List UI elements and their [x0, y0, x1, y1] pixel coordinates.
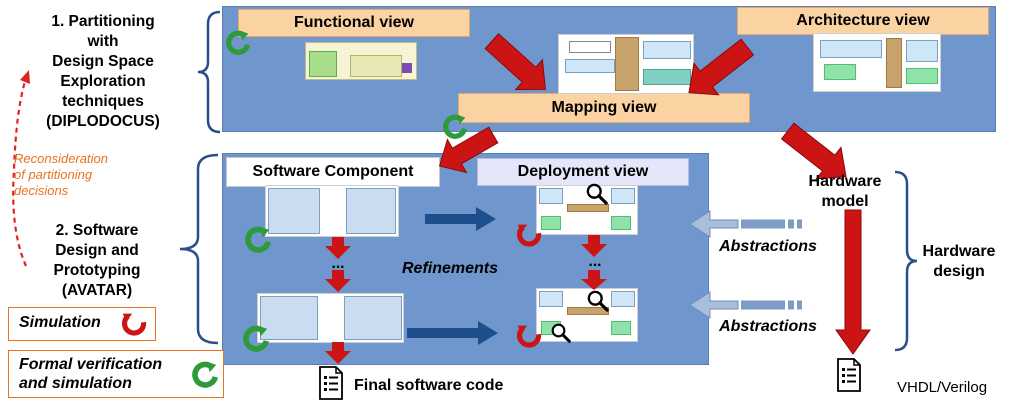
- deployment-view-header: Deployment view: [477, 158, 689, 186]
- brace-partitioning: [197, 10, 221, 134]
- legend-simulation-text: Simulation: [19, 314, 101, 331]
- architecture-view-header: Architecture view: [737, 7, 989, 35]
- arrow-icon: [581, 270, 607, 290]
- final-software-code-label: Final software code: [354, 377, 504, 394]
- legend-simulation: Simulation: [8, 307, 156, 341]
- arrow-icon: [425, 207, 496, 231]
- refinements-label: Refinements: [401, 260, 499, 277]
- arrow-icon: [484, 33, 546, 91]
- mapping-diagram-thumbnail: [558, 34, 694, 94]
- mapping-view-header: Mapping view: [458, 93, 750, 123]
- legend-formal: Formal verification and simulation: [8, 350, 224, 398]
- arrow-icon: [325, 342, 351, 364]
- ellipsis-right: ...: [588, 253, 602, 270]
- reconsideration-arrow: [12, 70, 30, 267]
- brace-hardware: [894, 170, 918, 352]
- abstractions-label-2: Abstractions: [719, 318, 817, 335]
- arrow-icon: [581, 235, 607, 257]
- arrow-icon: [689, 291, 802, 319]
- arrow-icon: [688, 38, 755, 96]
- section-software-label: 2. Software Design and Prototyping (AVAT…: [53, 222, 141, 299]
- functional-view-header: Functional view: [238, 9, 470, 37]
- deployment-thumbnail-1: [536, 185, 638, 235]
- brace-software: [179, 153, 219, 345]
- arrow-icon: [407, 321, 498, 345]
- arrow-icon: [835, 209, 871, 355]
- functional-diagram-thumbnail: [305, 42, 417, 80]
- document-icon: [318, 366, 344, 400]
- architecture-diagram-thumbnail: [813, 33, 941, 92]
- ellipsis-left: ...: [331, 255, 345, 272]
- vhdl-verilog-label: VHDL/Verilog: [897, 379, 988, 396]
- arrow-icon: [438, 126, 499, 174]
- abstractions-label-1: Abstractions: [719, 238, 817, 255]
- arrow-icon: [325, 270, 351, 292]
- section-partitioning-label: 1. Partitioning with Design Space Explor…: [46, 13, 160, 130]
- legend-formal-text: Formal verification and simulation: [19, 356, 163, 392]
- arrow-icon: [780, 122, 847, 180]
- software-component-thumbnail-1: [265, 185, 399, 237]
- software-component-thumbnail-2: [257, 293, 404, 343]
- arrow-icon: [689, 210, 802, 238]
- reconsideration-text: Reconsideration of partitioning decision…: [14, 151, 108, 198]
- hardware-design-label: Hardware design: [922, 243, 996, 280]
- hardware-model-label: Hardware model: [808, 173, 882, 210]
- arrow-icon: [325, 237, 351, 259]
- document-icon: [836, 358, 862, 392]
